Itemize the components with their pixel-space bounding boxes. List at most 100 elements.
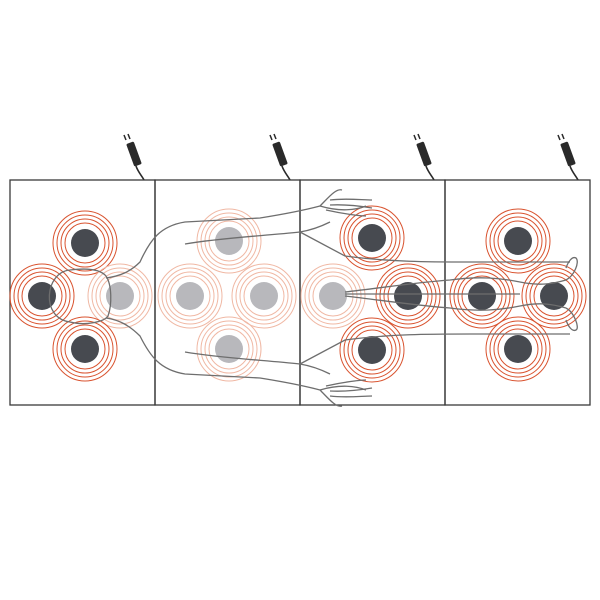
heat-ring [204, 324, 254, 374]
heat-ring [56, 320, 114, 378]
body-side-top [299, 231, 570, 263]
heat-ring [529, 271, 579, 321]
heat-ring [339, 205, 405, 271]
heat-ring [300, 263, 366, 329]
heat-ring [196, 316, 262, 382]
heat-ring [339, 317, 405, 383]
heat-ring [243, 275, 285, 317]
heat-ring [489, 320, 547, 378]
body-torso-upper [105, 189, 343, 279]
connector-prongs [123, 133, 131, 141]
connector-cable [569, 165, 579, 181]
heat-ring [208, 328, 250, 370]
heat-node-icon [504, 335, 532, 363]
heat-ring [165, 271, 215, 321]
node-calf-bottom [485, 316, 551, 382]
node-leg-right [521, 263, 587, 329]
heat-ring [60, 324, 110, 374]
heat-ring [231, 263, 297, 329]
panel-4 [444, 179, 591, 406]
node-hand-top [339, 205, 405, 271]
heat-ring [52, 210, 118, 276]
connector-cable [281, 165, 291, 181]
connector-plug [560, 141, 576, 167]
panels-layer [9, 179, 591, 406]
heat-ring [64, 328, 106, 370]
heat-node-icon [28, 282, 56, 310]
connector-plug [272, 141, 288, 167]
heat-ring [21, 275, 63, 317]
connector-prongs [557, 133, 565, 141]
heat-ring [493, 216, 543, 266]
heat-ring [99, 275, 141, 317]
heat-ring [521, 263, 587, 329]
heat-ring [485, 208, 551, 274]
heat-ring [347, 325, 397, 375]
heat-ring [525, 267, 583, 325]
heat-ring [485, 316, 551, 382]
heat-ring [13, 267, 71, 325]
heat-ring [161, 267, 219, 325]
nodes-layer [9, 205, 587, 383]
connector-cable [425, 165, 435, 181]
heat-node-icon [71, 335, 99, 363]
heat-ring [489, 212, 547, 270]
heat-ring [52, 316, 118, 382]
body-side-bottom [299, 333, 570, 365]
heat-ring [60, 218, 110, 268]
heat-ring [169, 275, 211, 317]
heat-ring [95, 271, 145, 321]
heat-node-icon [215, 335, 243, 363]
heat-node-icon [319, 282, 347, 310]
plug-connector-icon [557, 133, 579, 181]
heat-node-icon [176, 282, 204, 310]
node-hip-left [300, 263, 366, 329]
heat-ring [312, 275, 354, 317]
heat-ring [461, 275, 503, 317]
node-chest-left [157, 263, 223, 329]
heat-ring [457, 271, 507, 321]
heat-node-icon [394, 282, 422, 310]
heat-ring [157, 263, 223, 329]
heat-node-icon [468, 282, 496, 310]
plug-connector-icon [269, 133, 291, 181]
body-torso-lower [105, 317, 343, 407]
heat-node-icon [540, 282, 568, 310]
heat-ring [383, 271, 433, 321]
node-hand-bottom [339, 317, 405, 383]
heat-ring [343, 321, 401, 379]
heat-node-icon [250, 282, 278, 310]
connectors-layer [123, 133, 579, 181]
node-head-left [9, 263, 75, 329]
heat-node-icon [71, 229, 99, 257]
body-hand-top [319, 198, 373, 217]
body-foot-bottom [565, 307, 578, 332]
heat-ring [91, 267, 149, 325]
connector-prongs [269, 133, 277, 141]
heat-ring [200, 320, 258, 378]
body-leg-top [344, 277, 567, 293]
heat-ring [9, 263, 75, 329]
heat-ring [308, 271, 358, 321]
heat-ring [533, 275, 575, 317]
plug-connector-icon [413, 133, 435, 181]
heat-ring [64, 222, 106, 264]
heat-ring [56, 214, 114, 272]
body-head-outline [48, 268, 112, 325]
heat-ring [497, 220, 539, 262]
heat-ring [343, 209, 401, 267]
body-foot-top [565, 256, 578, 281]
heat-ring [351, 329, 393, 371]
heat-node-icon [504, 227, 532, 255]
heat-ring [387, 275, 429, 317]
node-head-center [87, 263, 153, 329]
heat-ring [449, 263, 515, 329]
connector-plug [416, 141, 432, 167]
heat-ring [304, 267, 362, 325]
heat-ring [347, 213, 397, 263]
heat-ring [493, 324, 543, 374]
node-head-top [52, 210, 118, 276]
heat-node-icon [106, 282, 134, 310]
heat-ring [497, 328, 539, 370]
